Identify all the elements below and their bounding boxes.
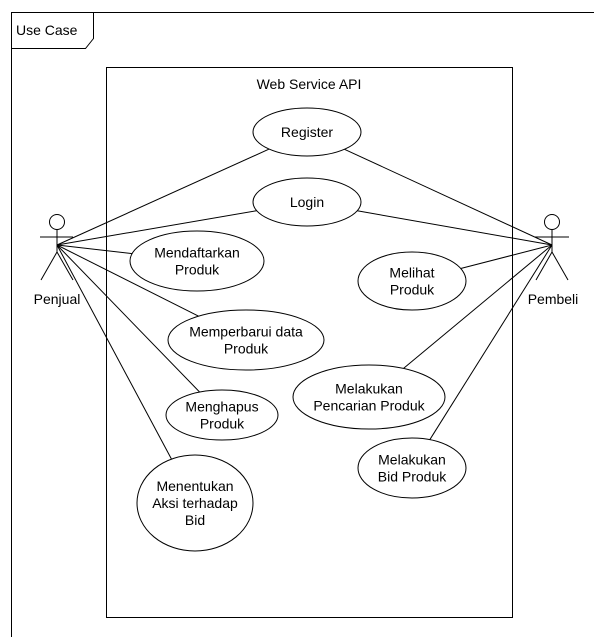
use-case-ellipse — [252, 177, 362, 227]
association-penjual-register — [56, 148, 270, 246]
association-pembeli-register — [344, 148, 553, 246]
use-case-ellipse — [252, 107, 362, 157]
use-case-label: Menghapus — [185, 399, 258, 415]
association-penjual-menghapus — [56, 244, 201, 393]
actor-pembeli[interactable]: Pembeli — [528, 214, 579, 308]
frame-tab — [11, 12, 94, 49]
use-case-label: Melakukan — [378, 452, 446, 468]
use-case-label: Memperbarui data — [189, 324, 303, 340]
use-case-label: Menentukan — [156, 478, 233, 494]
use-case-label: Register — [281, 124, 333, 140]
actor-pembeli-label: Pembeli — [528, 291, 579, 307]
association-pembeli-login — [357, 210, 553, 246]
association-penjual-aksi — [56, 244, 172, 460]
association-pembeli-bid — [429, 244, 553, 440]
association-pembeli-melihat — [460, 244, 553, 269]
use-case-label: Login — [290, 194, 324, 210]
association-penjual-mendaftarkan — [56, 244, 133, 255]
system-boundary-title: Web Service API — [257, 76, 362, 92]
use-case-label: Bid Produk — [378, 469, 447, 485]
use-case-label: Melihat — [389, 265, 434, 281]
association-pembeli-pencarian — [403, 244, 553, 369]
frame-label: Use Case — [16, 22, 78, 38]
use-case-ellipse — [167, 309, 325, 371]
use-case-label: Aksi terhadap — [152, 495, 238, 511]
actor-penjual-label: Penjual — [34, 291, 81, 307]
use-case-ellipse — [136, 454, 254, 552]
diagram-frame — [11, 12, 594, 637]
use-case-label: Produk — [224, 341, 269, 357]
association-penjual-login — [56, 210, 257, 246]
actor-penjual[interactable]: Penjual — [34, 214, 81, 308]
use-case-register[interactable]: Register — [252, 107, 362, 157]
system-boundary — [106, 67, 513, 618]
association-penjual-memperbarui — [56, 244, 199, 317]
use-case-ellipse — [129, 230, 265, 292]
use-case-login[interactable]: Login — [252, 177, 362, 227]
use-case-ellipse — [292, 364, 446, 430]
use-case-label: Produk — [390, 282, 435, 298]
use-case-label: Produk — [175, 262, 220, 278]
use-case-ellipse — [357, 251, 467, 311]
use-case-ellipse — [357, 437, 467, 499]
use-case-label: Mendaftarkan — [154, 245, 240, 261]
associations — [56, 148, 553, 460]
use-case-label: Pencarian Produk — [313, 398, 425, 414]
use-case-label: Produk — [200, 416, 245, 432]
use-case-label: Melakukan — [335, 381, 403, 397]
use-case-label: Bid — [185, 512, 205, 528]
use-case-ellipse — [165, 389, 279, 441]
